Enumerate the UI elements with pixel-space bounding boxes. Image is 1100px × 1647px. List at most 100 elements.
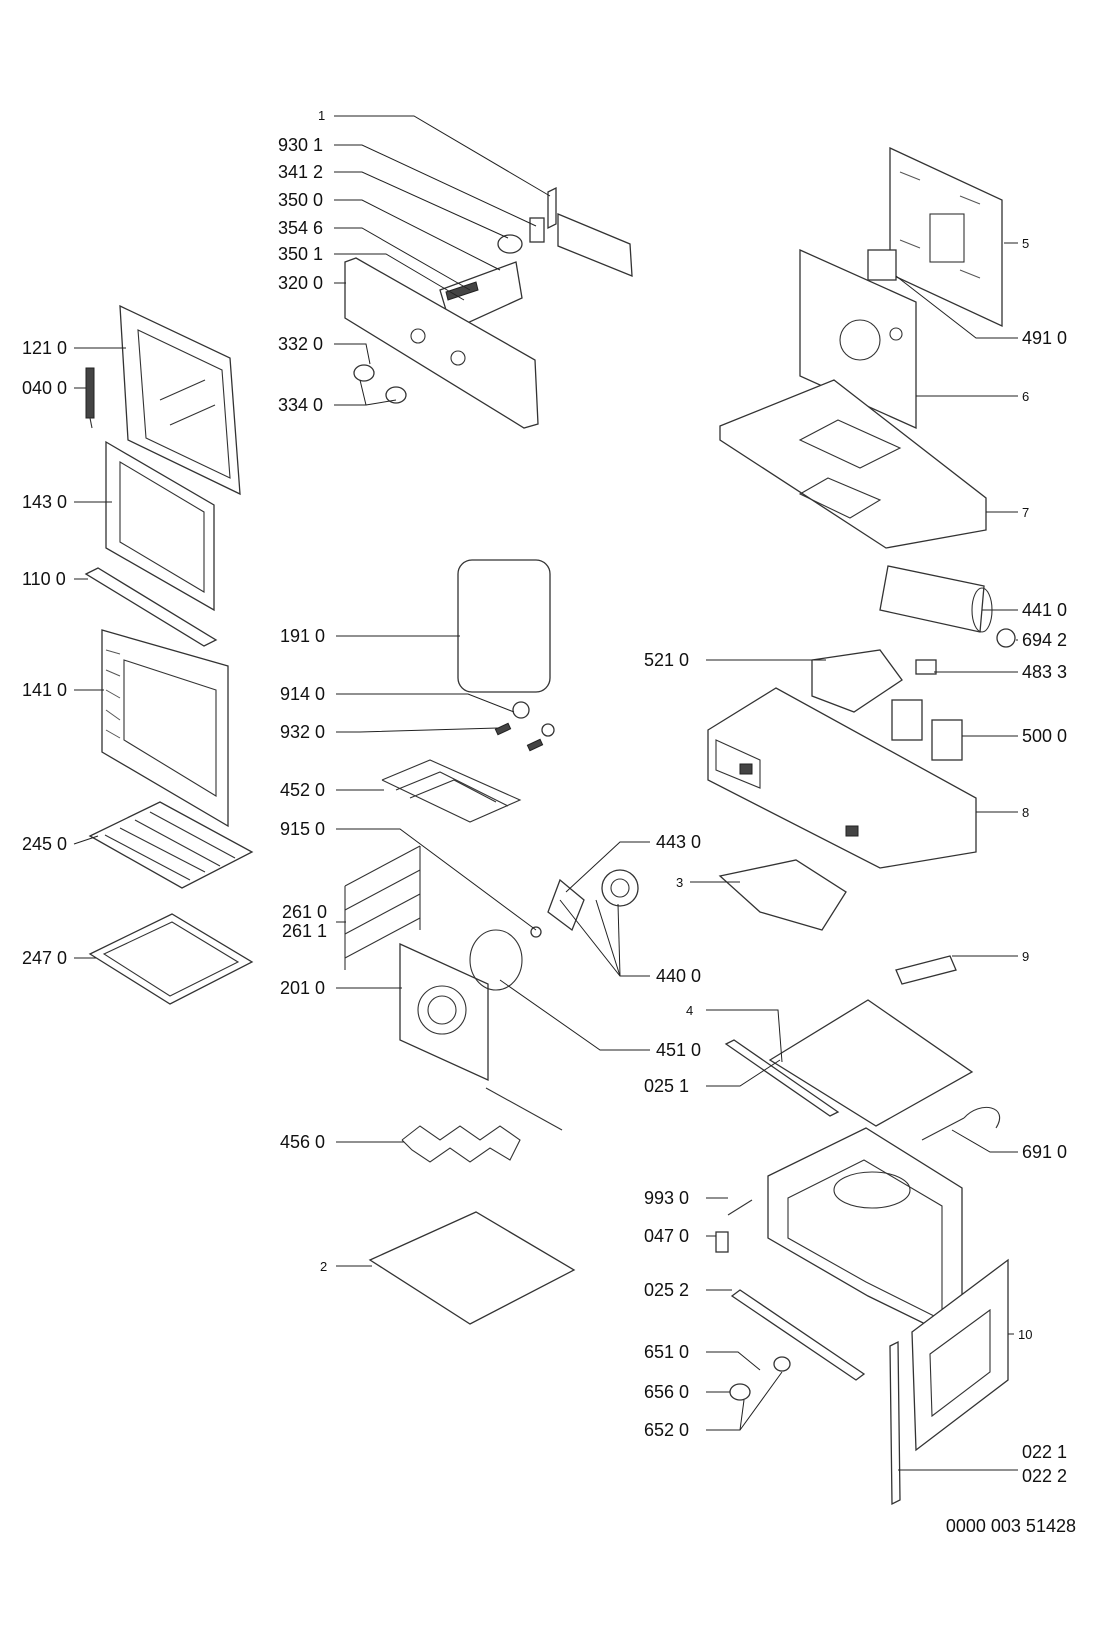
label-025-1: 025 1 (644, 1076, 689, 1096)
label-191-0: 191 0 (280, 626, 325, 646)
label-201-0: 201 0 (280, 978, 325, 998)
label-022-2: 022 2 (1022, 1466, 1067, 1486)
label-022-1: 022 1 (1022, 1442, 1067, 1462)
label-500-0: 500 0 (1022, 726, 1067, 746)
label-5: 5 (1022, 236, 1029, 251)
label-245-0: 245 0 (22, 834, 67, 854)
label-121-0: 121 0 (22, 338, 67, 358)
side-duct (718, 859, 847, 931)
rear-fan-cover (399, 942, 489, 1082)
shelf-supports (494, 722, 555, 752)
display-module (529, 217, 545, 243)
leader-lines (73, 115, 1018, 1471)
oven-bottom-plate (368, 1211, 576, 1325)
cooling-duct (811, 649, 903, 713)
thermostat-probe (921, 1106, 1001, 1141)
label-521-0: 521 0 (644, 650, 689, 670)
label-440-0: 440 0 (656, 966, 701, 986)
cooling-switch (867, 249, 897, 281)
label-4: 4 (686, 1003, 693, 1018)
label-320-0: 320 0 (278, 273, 323, 293)
label-247-0: 247 0 (22, 948, 67, 968)
baking-tray (88, 913, 254, 1005)
lamp-cover (512, 701, 530, 719)
label-932-0: 932 0 (280, 722, 325, 742)
top-cover-panel (719, 379, 987, 549)
label-451-0: 451 0 (656, 1040, 701, 1060)
screw (727, 1199, 753, 1216)
label-141-0: 141 0 (22, 680, 67, 700)
label-1: 1 (318, 108, 325, 123)
control-box-chassis (707, 687, 977, 869)
label-261-0: 261 0 (282, 902, 327, 922)
control-panel-fascia (344, 257, 539, 429)
front-strip-bottom (730, 1289, 866, 1381)
label-691-0: 691 0 (1022, 1142, 1067, 1162)
label-025-2: 025 2 (644, 1280, 689, 1300)
label-652-0: 652 0 (644, 1420, 689, 1440)
label-110-0: 110 0 (22, 569, 66, 589)
label-7: 7 (1022, 505, 1029, 520)
label-354-6: 354 6 (278, 218, 323, 238)
part-labels: 1 930 1 341 2 350 0 354 6 350 1 320 0 33… (22, 108, 1067, 1486)
control-panel-bracket (547, 186, 633, 277)
label-6: 6 (1022, 389, 1029, 404)
label-334-0: 334 0 (278, 395, 323, 415)
front-strip-lower (724, 1039, 840, 1117)
bottom-base-plate (768, 999, 974, 1127)
inner-door-glass (105, 440, 215, 612)
wire-shelf (88, 801, 254, 889)
label-483-3: 483 3 (1022, 662, 1067, 682)
label-452-0: 452 0 (280, 780, 325, 800)
label-143-0: 143 0 (22, 492, 67, 512)
label-694-2: 694 2 (1022, 630, 1067, 650)
side-rack (344, 845, 421, 970)
label-915-0: 915 0 (280, 819, 325, 839)
oven-seal-gasket (457, 559, 551, 693)
fan-motor (996, 628, 1016, 648)
label-3: 3 (676, 875, 683, 890)
label-914-0: 914 0 (280, 684, 325, 704)
door-trim-strip (84, 567, 218, 647)
label-8: 8 (1022, 805, 1029, 820)
label-10: 10 (1018, 1327, 1032, 1342)
label-9: 9 (1022, 949, 1029, 964)
terminal-block (915, 659, 937, 675)
outer-door-frame (119, 304, 241, 496)
label-491-0: 491 0 (1022, 328, 1067, 348)
label-047-0: 047 0 (644, 1226, 689, 1246)
convection-fan (547, 869, 639, 932)
label-261-1: 261 1 (282, 921, 327, 941)
document-number: 0000 003 51428 (945, 1516, 1076, 1536)
oven-cavity (767, 1127, 963, 1344)
label-441-0: 441 0 (1022, 600, 1067, 620)
bottom-heating-element (401, 1087, 563, 1163)
side-panel (911, 1258, 1009, 1452)
control-knobs (353, 364, 407, 404)
oven-lamp (729, 1356, 791, 1401)
label-651-0: 651 0 (644, 1342, 689, 1362)
label-341-2: 341 2 (278, 162, 323, 182)
small-bracket (895, 955, 957, 985)
label-2: 2 (320, 1259, 327, 1274)
label-443-0: 443 0 (656, 832, 701, 852)
grill-element (381, 759, 522, 823)
door-hinge (85, 367, 95, 429)
circular-heating-element (469, 926, 542, 991)
label-040-0: 040 0 (22, 378, 67, 398)
rear-back-panel (889, 146, 1003, 328)
relay-boards (891, 699, 963, 761)
door-glass-panel (101, 629, 229, 828)
label-332-0: 332 0 (278, 334, 323, 354)
tangential-fan (879, 565, 993, 633)
label-993-0: 993 0 (644, 1188, 689, 1208)
label-456-0: 456 0 (280, 1132, 325, 1152)
knob-ring (497, 234, 523, 254)
vertical-strip (889, 1340, 901, 1506)
label-930-1: 930 1 (278, 135, 323, 155)
label-656-0: 656 0 (644, 1382, 689, 1402)
lamp-holder (715, 1231, 729, 1253)
label-350-1: 350 1 (278, 244, 323, 264)
label-350-0: 350 0 (278, 190, 323, 210)
